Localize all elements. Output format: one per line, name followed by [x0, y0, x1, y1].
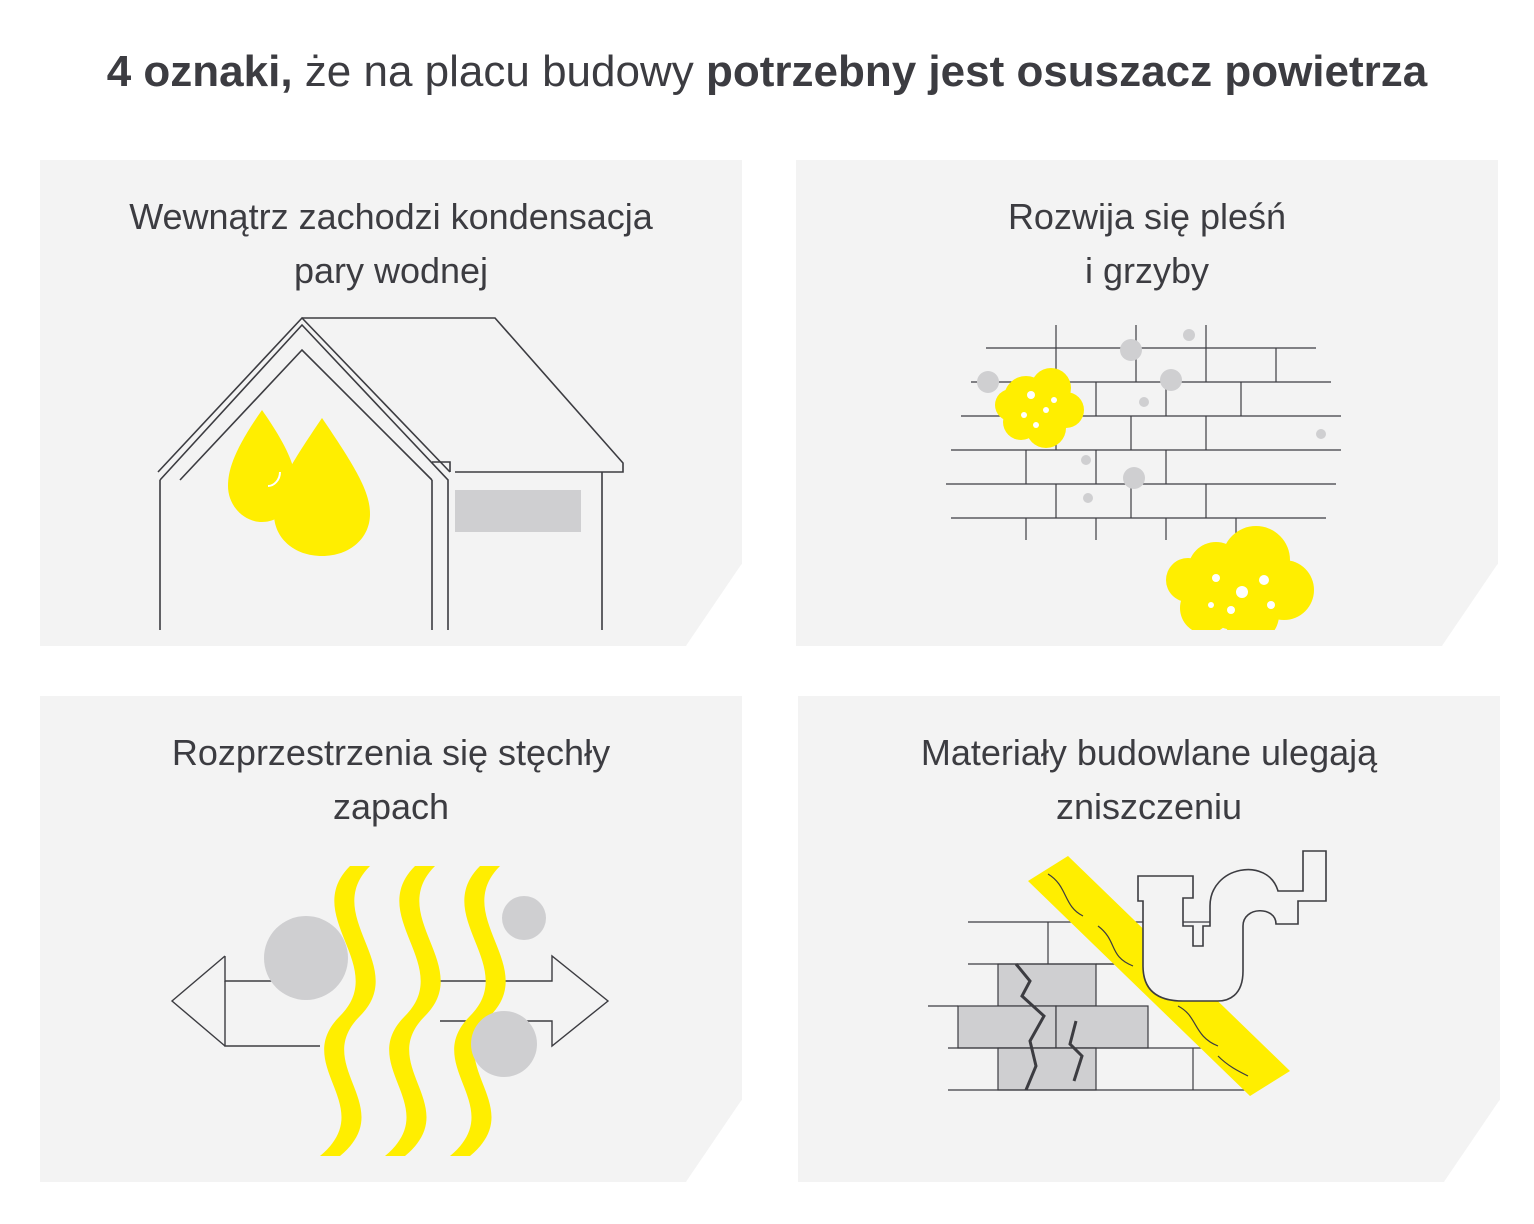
card-title: Wewnątrz zachodzi kondensacja pary wodne… [80, 190, 702, 298]
card-odor: Rozprzestrzenia się stęchły zapach [40, 696, 742, 1182]
odor-waves-icon [40, 846, 742, 1166]
card-condensation: Wewnątrz zachodzi kondensacja pary wodne… [40, 160, 742, 646]
card-title-line-2: i grzyby [1084, 250, 1210, 291]
card-title-line-1: Rozprzestrzenia się stęchły [171, 732, 611, 773]
card-title: Rozwija się pleśń i grzyby [836, 190, 1458, 298]
card-damage: Materiały budowlane ulegają zniszczeniu [798, 696, 1500, 1182]
title-part-3: potrzebny jest osuszacz powietrza [705, 47, 1428, 96]
title-part-1: 4 oznaki, [106, 47, 293, 96]
page-title: 4 oznaki, że na placu budowy potrzebny j… [0, 40, 1534, 104]
card-title: Rozprzestrzenia się stęchły zapach [80, 726, 702, 834]
card-title: Materiały budowlane ulegają zniszczeniu [838, 726, 1460, 834]
damaged-materials-icon [798, 846, 1500, 1166]
card-title-line-2: zapach [332, 786, 450, 827]
card-title-line-1: Rozwija się pleśń [1007, 196, 1287, 237]
house-droplets-icon [40, 310, 742, 630]
card-title-line-2: zniszczeniu [1055, 786, 1243, 827]
mold-wall-icon [796, 310, 1498, 630]
card-title-line-1: Wewnątrz zachodzi kondensacja [129, 196, 653, 237]
card-title-line-1: Materiały budowlane ulegają [920, 732, 1378, 773]
card-title-line-2: pary wodnej [293, 250, 489, 291]
card-mold: Rozwija się pleśń i grzyby [796, 160, 1498, 646]
title-part-2: że na placu budowy [292, 47, 706, 96]
